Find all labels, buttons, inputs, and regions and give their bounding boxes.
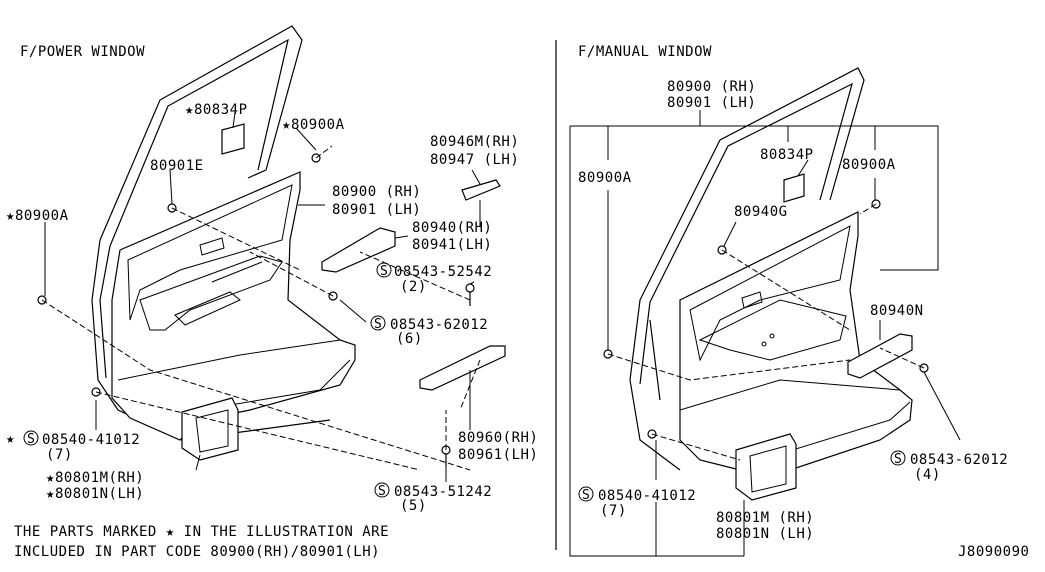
svg-text:S: S: [378, 484, 386, 499]
svg-text:S: S: [374, 317, 382, 332]
screw-symbol-52542: [376, 262, 392, 278]
label-80901E: 80901E: [150, 158, 204, 174]
label-r-80940N: 80940N: [870, 303, 924, 319]
label-r-80801N: 80801N (LH): [716, 526, 814, 542]
left-assembly-lines: [41, 145, 481, 471]
label-r-80900A-inner: 80900A: [842, 157, 896, 173]
right-assembly-lines: [607, 203, 925, 461]
label-r-qty-4: (4): [914, 467, 941, 483]
label-80960: 80960(RH): [458, 430, 538, 446]
label-08540-41012: 08540-41012: [42, 432, 140, 448]
right-panel-title: F/MANUAL WINDOW: [578, 44, 712, 60]
screw-symbol-r-41012: [578, 486, 594, 502]
left-armrest-80940: [321, 227, 396, 273]
label-star-80900A-top: ★80900A: [282, 117, 345, 133]
label-qty-7: (7): [46, 447, 73, 463]
left-patch-80834P: [221, 123, 245, 155]
label-star-80801N: ★80801N(LH): [46, 486, 144, 502]
svg-text:S: S: [27, 432, 35, 447]
left-panel-title: F/POWER WINDOW: [20, 44, 145, 60]
svg-text:S: S: [894, 452, 902, 467]
label-80941: 80941(LH): [412, 237, 492, 253]
right-door-trim: [679, 211, 913, 471]
label-80946M: 80946M(RH): [430, 134, 519, 150]
diagram-code: J8090090: [958, 544, 1029, 560]
svg-text:S: S: [380, 264, 388, 279]
right-patch-80834P: [783, 173, 805, 203]
label-80947: 80947 (LH): [430, 152, 519, 168]
label-r-80801M: 80801M (RH): [716, 510, 814, 526]
label-08543-62012: 08543-62012: [390, 317, 488, 333]
left-door-trim: [111, 171, 356, 441]
label-08543-51242: 08543-51242: [394, 484, 492, 500]
label-r-80901-lh: 80901 (LH): [667, 95, 756, 111]
right-speaker-cover: [735, 433, 797, 501]
label-r-80900A-outer: 80900A: [578, 170, 632, 186]
label-08543-52542: 08543-52542: [394, 264, 492, 280]
screw-symbol-r-62012: [890, 450, 906, 466]
label-r-qty-7: (7): [600, 503, 627, 519]
label-r-80940G: 80940G: [734, 204, 788, 220]
left-finisher-80946M: [461, 179, 501, 201]
label-qty-2: (2): [400, 279, 427, 295]
screw-symbol-41012: [23, 430, 39, 446]
label-80961: 80961(LH): [458, 447, 538, 463]
left-pull-handle-80960: [419, 345, 506, 391]
label-qty-6: (6): [396, 331, 423, 347]
label-r-08543-62012: 08543-62012: [910, 452, 1008, 468]
screw-symbol-51242: [374, 482, 390, 498]
right-grip-80940N: [847, 333, 913, 379]
svg-text:S: S: [582, 488, 590, 503]
label-r-80900-rh: 80900 (RH): [667, 79, 756, 95]
left-speaker-cover: [181, 397, 239, 461]
label-star-80834P: ★80834P: [185, 102, 248, 118]
right-door-frame: [629, 67, 865, 471]
note-line-1: THE PARTS MARKED ★ IN THE ILLUSTRATION A…: [14, 524, 389, 540]
left-leader-lines: [44, 111, 481, 482]
label-star-left-screw: ★: [6, 431, 15, 447]
label-80901-lh: 80901 (LH): [332, 202, 421, 218]
right-leader-lines: [723, 159, 961, 441]
label-r-08540-41012: 08540-41012: [598, 488, 696, 504]
label-star-80900A-left: ★80900A: [6, 208, 69, 224]
label-80900-rh: 80900 (RH): [332, 184, 421, 200]
right-bracket-lines: [569, 110, 939, 557]
label-qty-5: (5): [400, 498, 427, 514]
label-80940: 80940(RH): [412, 220, 492, 236]
note-line-2: INCLUDED IN PART CODE 80900(RH)/80901(LH…: [14, 544, 380, 560]
screw-symbol-62012: [370, 315, 386, 331]
label-star-80801M: ★80801M(RH): [46, 470, 144, 486]
label-r-80834P: 80834P: [760, 147, 814, 163]
